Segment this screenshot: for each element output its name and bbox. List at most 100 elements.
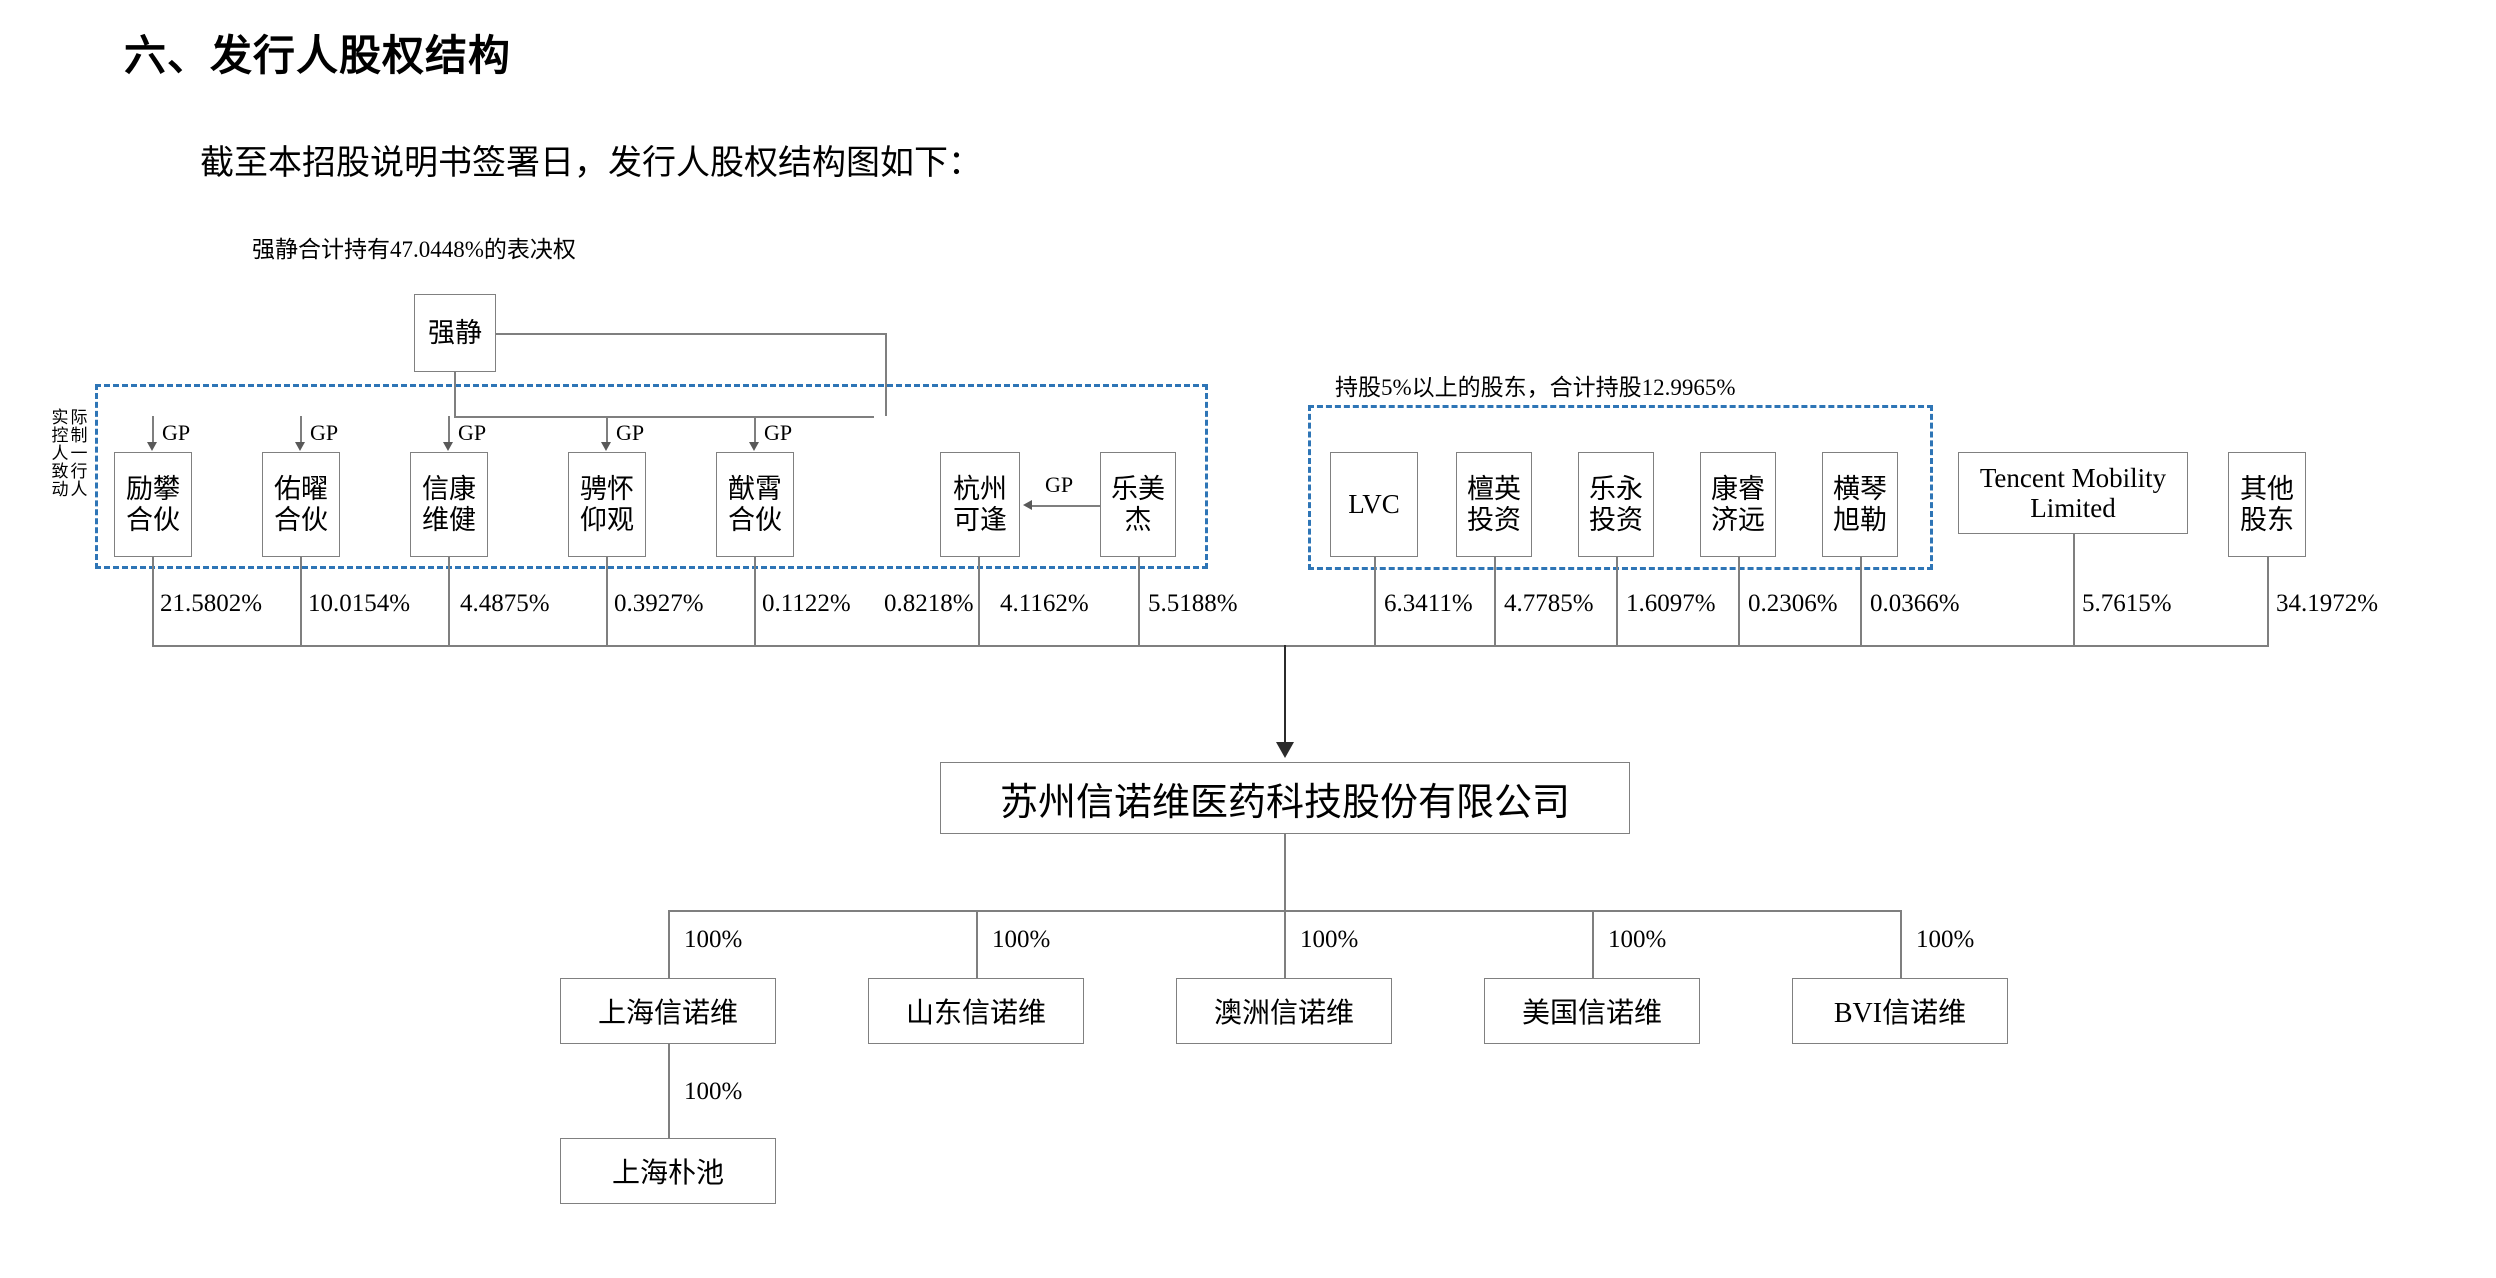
shareholder-box-lipan[interactable]: 励攀合伙	[114, 452, 192, 557]
subsidiary-box-australia[interactable]: 澳洲信诺维	[1176, 978, 1392, 1044]
arrow-gp-youyao-icon	[295, 442, 305, 451]
pct-hangzhou: 0.8218%	[884, 590, 974, 617]
pct-lemeijie: 4.1162%	[1000, 590, 1089, 617]
connector-drop-australia	[1284, 910, 1286, 978]
connector-gp-chenghuai	[606, 416, 608, 444]
arrow-gp-chenghuai-icon	[601, 442, 611, 451]
shareholder-label-lvc: LVC	[1348, 489, 1400, 520]
pct-usa: 100%	[1608, 926, 1667, 953]
shareholder-label-hangzhou: 杭州可逢	[953, 474, 1007, 535]
page-title: 六、发行人股权结构	[124, 32, 512, 79]
connector-drop-kangrui	[1738, 557, 1740, 645]
controller-box-qiangjing[interactable]: 强静	[414, 294, 496, 372]
shareholder-label-xinkang: 信康维健	[422, 474, 476, 535]
connector-bus-to-issuer	[1284, 645, 1286, 742]
shareholder-label-other: 其他股东	[2240, 474, 2294, 535]
connector-drop-chenghuai	[606, 557, 608, 645]
five-percent-shareholders-note: 持股5%以上的股东，合计持股12.9965%	[1335, 375, 1736, 400]
vertical-label-col1: 实控人致动	[48, 408, 68, 498]
pct-lemeijie-direct: 5.5188%	[1148, 590, 1238, 617]
connector-gp-xinkang	[448, 416, 450, 444]
pct-youyao: 10.0154%	[308, 590, 411, 617]
connector-drop-lvc	[1374, 557, 1376, 645]
connector-controller-right-drop	[885, 333, 887, 416]
connector-gp-youyao	[300, 416, 302, 444]
connector-drop-lemeijie	[1138, 557, 1140, 645]
shareholder-box-kangrui[interactable]: 康睿济远	[1700, 452, 1776, 557]
pct-xinkang: 4.4875%	[460, 590, 550, 617]
pct-tanying: 4.7785%	[1504, 590, 1594, 617]
concert-party-vertical-label: 际制一行人 实控人致动	[40, 408, 95, 568]
connector-drop-xinkang	[448, 557, 450, 645]
pct-lvc: 6.3411%	[1384, 590, 1473, 617]
pct-youxiao: 0.1122%	[762, 590, 851, 617]
shareholder-label-kangrui: 康睿济远	[1711, 474, 1765, 535]
five-percent-group-box	[1308, 405, 1933, 570]
connector-controller-bus-left	[454, 416, 874, 418]
gp-label-xinkang: GP	[458, 420, 487, 445]
shareholder-label-leyong: 乐永投资	[1589, 474, 1643, 535]
connector-drop-hangzhou	[978, 557, 980, 645]
gp-label-chenghuai: GP	[616, 420, 645, 445]
vertical-label-col2: 际制一行人	[67, 408, 87, 498]
connector-drop-puchi	[668, 1044, 670, 1138]
subsidiary-box-usa[interactable]: 美国信诺维	[1484, 978, 1700, 1044]
shareholder-label-tanying: 檀英投资	[1467, 474, 1521, 535]
connector-gp-lipan	[152, 416, 154, 444]
shareholder-box-lvc[interactable]: LVC	[1330, 452, 1418, 557]
connector-gp-youxiao	[754, 416, 756, 444]
connector-drop-hengqin	[1860, 557, 1862, 645]
connector-drop-lipan	[152, 557, 154, 645]
gp-label-hangzhou: GP	[1045, 472, 1074, 497]
connector-controller-down	[454, 372, 456, 416]
pct-australia: 100%	[1300, 926, 1359, 953]
pct-lipan: 21.5802%	[160, 590, 263, 617]
connector-drop-youyao	[300, 557, 302, 645]
shareholder-box-lemeijie[interactable]: 乐美杰	[1100, 452, 1176, 557]
connector-drop-leyong	[1616, 557, 1618, 645]
gp-label-lipan: GP	[162, 420, 191, 445]
pct-puchi: 100%	[684, 1078, 743, 1105]
pct-hengqin: 0.0366%	[1870, 590, 1960, 617]
shareholder-box-hengqin[interactable]: 横琴旭勒	[1822, 452, 1898, 557]
shareholder-box-other[interactable]: 其他股东	[2228, 452, 2306, 557]
connector-issuer-down	[1284, 834, 1286, 910]
shareholder-box-chenghuai[interactable]: 骋怀仰观	[568, 452, 646, 557]
connector-shareholder-bus	[152, 645, 2269, 647]
connector-drop-bvi	[1900, 910, 1902, 978]
connector-drop-youxiao	[754, 557, 756, 645]
pct-chenghuai: 0.3927%	[614, 590, 704, 617]
concert-party-group-box	[95, 384, 1208, 569]
connector-drop-tencent	[2073, 534, 2075, 645]
shareholder-box-leyong[interactable]: 乐永投资	[1578, 452, 1654, 557]
pct-bvi: 100%	[1916, 926, 1975, 953]
pct-shandong: 100%	[992, 926, 1051, 953]
subsidiary-box-shanghai[interactable]: 上海信诺维	[560, 978, 776, 1044]
subsidiary-box-bvi[interactable]: BVI信诺维	[1792, 978, 2008, 1044]
pct-shanghai: 100%	[684, 926, 743, 953]
shareholder-label-lemeijie: 乐美杰	[1111, 474, 1165, 535]
connector-controller-right-arm	[496, 333, 886, 335]
shareholder-box-hangzhou[interactable]: 杭州可逢	[940, 452, 1020, 557]
gp-label-youyao: GP	[310, 420, 339, 445]
connector-gp-hangzhou	[1032, 505, 1100, 507]
shareholder-box-youyao[interactable]: 佑曜合伙	[262, 452, 340, 557]
connector-drop-shanghai	[668, 910, 670, 978]
issuer-box[interactable]: 苏州信诺维医药科技股份有限公司	[940, 762, 1630, 834]
arrow-issuer-icon	[1276, 742, 1294, 758]
pct-kangrui: 0.2306%	[1748, 590, 1838, 617]
shareholder-box-xinkang[interactable]: 信康维健	[410, 452, 488, 557]
shareholder-box-youxiao[interactable]: 猷霄合伙	[716, 452, 794, 557]
pct-other: 34.1972%	[2276, 590, 2379, 617]
pct-leyong: 1.6097%	[1626, 590, 1716, 617]
pct-tencent: 5.7615%	[2082, 590, 2172, 617]
intro-paragraph: 截至本招股说明书签署日，发行人股权结构图如下：	[200, 145, 982, 182]
subsidiary-box-puchi[interactable]: 上海朴池	[560, 1138, 776, 1204]
shareholder-box-tanying[interactable]: 檀英投资	[1456, 452, 1532, 557]
shareholder-label-lipan: 励攀合伙	[126, 474, 180, 535]
connector-drop-other	[2267, 557, 2269, 645]
shareholder-label-chenghuai: 骋怀仰观	[580, 474, 634, 535]
subsidiary-box-shandong[interactable]: 山东信诺维	[868, 978, 1084, 1044]
